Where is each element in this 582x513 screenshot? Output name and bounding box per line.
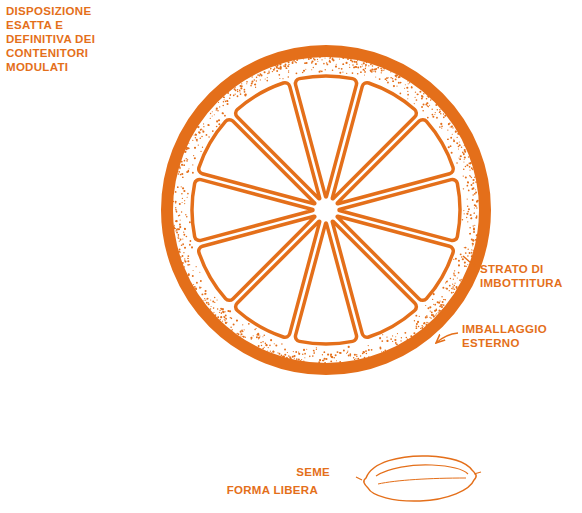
note-label: FORMA LIBERA bbox=[218, 483, 318, 497]
note-label: DISPOSIZIONE ESATTA E DEFINITIVA DEI CON… bbox=[6, 4, 106, 74]
leader-arrow bbox=[436, 333, 458, 343]
modular-containers bbox=[181, 65, 472, 356]
citrus-section bbox=[167, 51, 485, 369]
part-label: SEME bbox=[270, 465, 330, 479]
padding-dots bbox=[173, 57, 479, 364]
leader-line bbox=[463, 256, 476, 266]
part-label: STRATO DI IMBOTTITURA bbox=[480, 262, 575, 290]
part-label: IMBALLAGGIO ESTERNO bbox=[462, 322, 562, 350]
outer-packaging bbox=[167, 51, 485, 369]
seed-sketch bbox=[356, 456, 481, 501]
